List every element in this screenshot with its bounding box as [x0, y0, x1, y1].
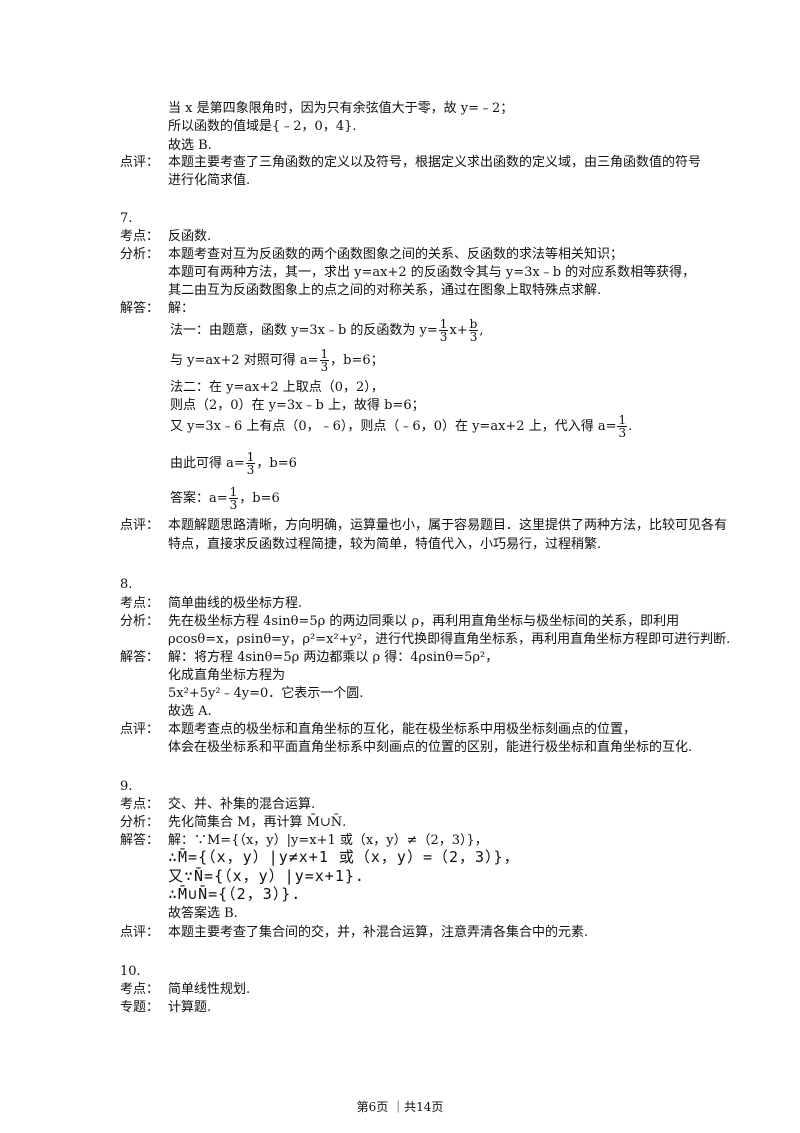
text-line: ρcosθ=x，ρsinθ=y，ρ²=x²+y²，进行代换即得直角坐标系，再利用… — [168, 632, 731, 647]
text-line: 故选 A. — [168, 704, 212, 719]
text-line: 解： — [168, 301, 195, 316]
text-line: 体会在极坐标系和平面直角坐标系中刻画点的位置的区别，能进行极坐标和直角坐标的互化… — [168, 740, 693, 755]
label-fenxi: 分析： — [120, 614, 160, 629]
text-line: 故答案选 B. — [168, 906, 238, 921]
text-line: 当 x 是第四象限角时，因为只有余弦值大于零，故 y=﹣2； — [168, 101, 514, 116]
label-review: 点评： — [120, 155, 160, 170]
question-number: 7. — [120, 211, 133, 226]
text-line: 简单曲线的极坐标方程. — [168, 596, 303, 611]
label-review: 点评： — [120, 518, 160, 533]
text-line: 本题考查对互为反函数的两个函数图象之间的关系、反函数的求法等相关知识； — [168, 247, 624, 262]
text-line: 本题考查点的极坐标和直角坐标的互化，能在极坐标系中用极坐标刻画点的位置， — [168, 722, 637, 737]
text-line: 反函数. — [168, 229, 212, 244]
label-kaodian: 考点： — [120, 982, 160, 997]
text-line: 故选 B. — [168, 138, 212, 153]
label-kaodian: 考点： — [120, 229, 160, 244]
text-line: 本题可有两种方法，其一，求出 y=ax+2 的反函数令其与 y=3x﹣b 的对应… — [168, 265, 696, 280]
text-line: 其二由互为反函数图象上的点之间的对称关系，通过在图象上取特殊点求解. — [168, 283, 602, 298]
text-span: , — [479, 323, 484, 338]
label-zhuanti: 专题： — [120, 1000, 160, 1015]
math-line: ∴M̄={（x，y）|y≠x+1 或（x，y）=（2，3）}， — [168, 848, 520, 866]
page-footer: 第6页 ｜共14页 — [356, 1100, 444, 1114]
label-jieda: 解答： — [120, 833, 160, 848]
question-number: 8. — [120, 577, 133, 592]
math-line: 又 y=3x﹣6 上有点（0，﹣6），则点（﹣6，0）在 y=ax+2 上，代入… — [170, 413, 633, 440]
label-fenxi: 分析： — [120, 247, 160, 262]
text-line: 本题主要考查了集合间的交，并，补混合运算，注意弄清各集合中的元素. — [168, 925, 589, 940]
text-line: 解：将方程 4sinθ=5ρ 两边都乘以 ρ 得：4ρsinθ=5ρ²， — [168, 650, 499, 665]
text-line: 本题主要考查了三角函数的定义以及符号，根据定义求出函数的定义域，由三角函数值的符… — [168, 155, 702, 170]
text-line: 先化简集合 M，再计算 M̄∪N̄. — [168, 815, 347, 830]
text-line: 先在极坐标方程 4sinθ=5ρ 的两边同乘以 ρ，再利用直角坐标与极坐标间的关… — [168, 614, 680, 629]
label-review: 点评： — [120, 722, 160, 737]
text-line: 本题解题思路清晰，方向明确，运算量也小，属于容易题目．这里提供了两种方法，比较可… — [168, 518, 728, 533]
text-line: 进行化简求值. — [168, 173, 251, 188]
text-line: 化成直角坐标方程为 — [168, 668, 286, 683]
question-number: 9. — [120, 779, 133, 794]
math-line: ∴M̄∪N̄={（2，3）}. — [168, 885, 302, 903]
text-line: 所以函数的值域是{﹣2，0，4}. — [168, 119, 357, 134]
text-line: 交、并、补集的混合运算. — [168, 797, 316, 812]
text-span: x+ — [449, 323, 468, 338]
text-span: 法一：由题意，函数 y=3x﹣b 的反函数为 y= — [170, 323, 438, 338]
label-fenxi: 分析： — [120, 815, 160, 830]
text-line: 则点（2，0）在 y=3x﹣b 上，故得 b=6； — [170, 398, 425, 413]
label-jieda: 解答： — [120, 650, 160, 665]
text-line: 计算题. — [168, 1000, 212, 1015]
label-kaodian: 考点： — [120, 596, 160, 611]
math-line: 又∵N̄={（x，y）|y=x+1}. — [168, 867, 365, 885]
question-number: 10. — [120, 964, 141, 979]
label-jieda: 解答： — [120, 301, 160, 316]
text-line: 法二：在 y=ax+2 上取点（0，2）， — [170, 380, 384, 395]
text-line: 解：∵M={（x，y）|y=x+1 或（x，y）≠（2，3）}， — [168, 833, 488, 848]
text-line: 5x²+5y²﹣4y=0．它表示一个圆. — [168, 686, 364, 701]
label-review: 点评： — [120, 925, 160, 940]
text-line: 特点，直接求反函数过程简捷，较为简单，特值代入，小巧易行，过程稍繁. — [168, 537, 602, 552]
label-kaodian: 考点： — [120, 797, 160, 812]
text-line: 简单线性规划. — [168, 982, 251, 997]
